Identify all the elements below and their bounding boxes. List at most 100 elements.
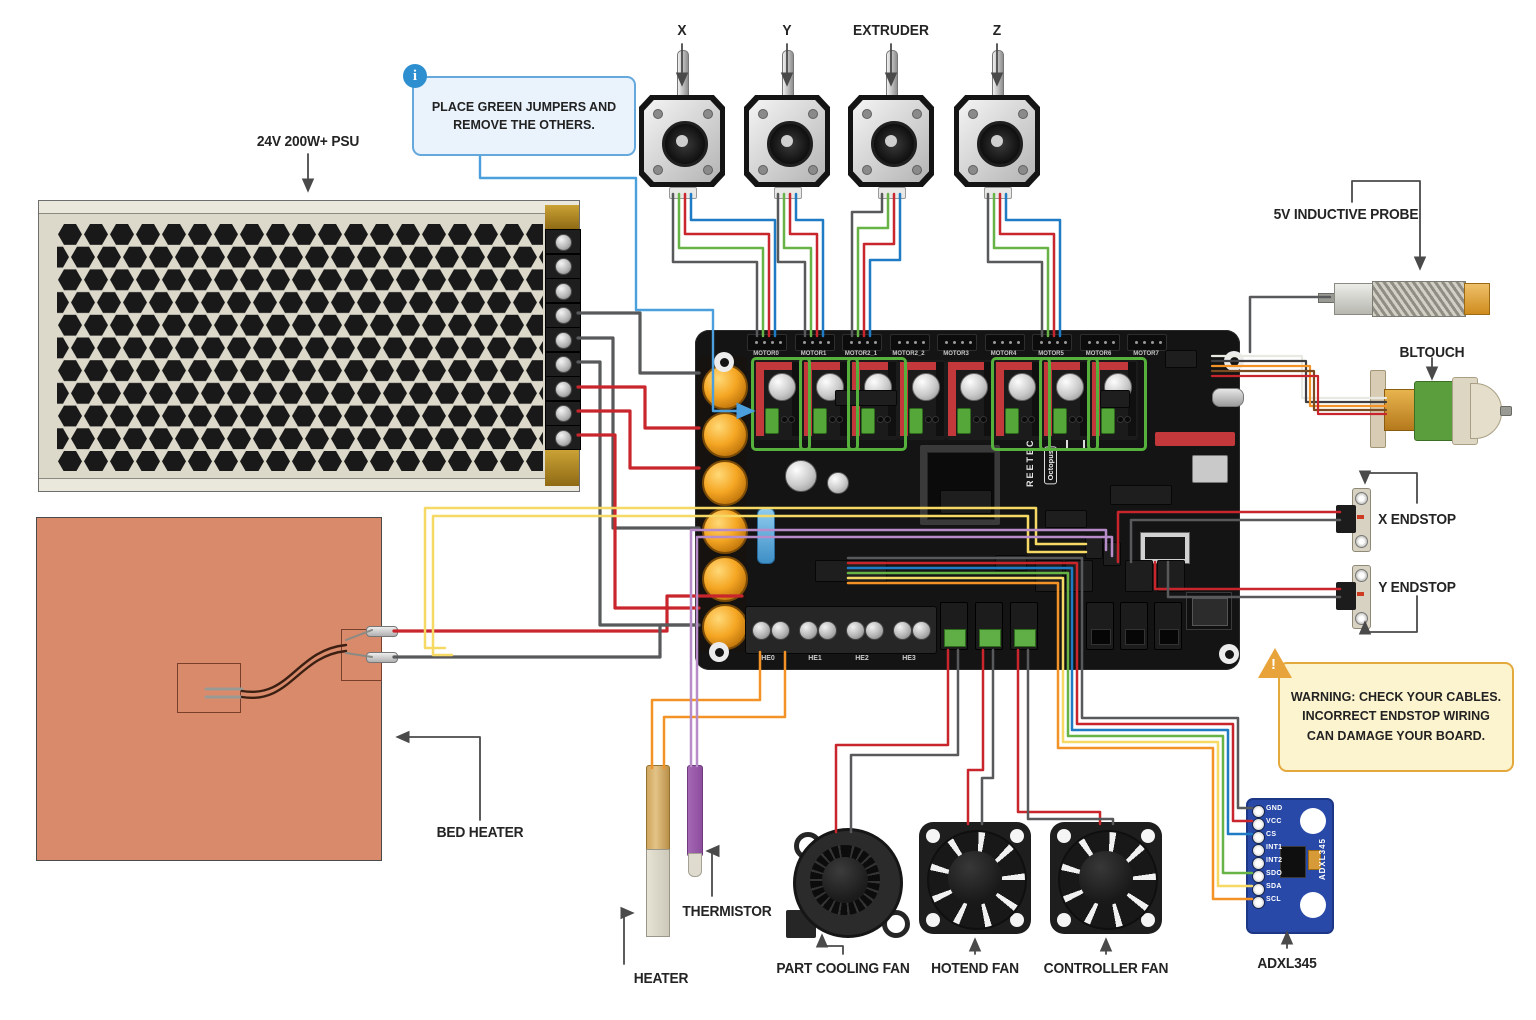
endstop-led — [1357, 592, 1364, 596]
adxl-pin-hole — [1252, 895, 1265, 909]
fan-mount-hole — [1141, 913, 1155, 927]
smd-capacitor — [1308, 850, 1321, 870]
exp-header — [1155, 432, 1235, 446]
warning-callout: WARNING: CHECK YOUR CABLES. INCORRECT EN… — [1278, 662, 1514, 772]
jumper-pin — [877, 416, 884, 423]
driver-outline-green — [991, 357, 1051, 451]
fan-mount-hole — [1010, 829, 1024, 843]
bltouch-tip — [1470, 383, 1502, 439]
psu-screw-terminal — [545, 302, 581, 328]
adxl-pin-label: SDO — [1266, 870, 1283, 877]
pin — [897, 341, 901, 344]
driver-pin-strip-top — [1052, 362, 1080, 370]
motor-port-label: MOTOR2_2 — [892, 351, 925, 357]
driver-capacitor — [1056, 373, 1084, 401]
green-jumper — [909, 408, 923, 434]
hotend-fan — [919, 822, 1031, 934]
pin — [961, 341, 964, 344]
pin-header — [1125, 560, 1153, 592]
driver-pin-strip-left — [948, 362, 956, 436]
pin — [771, 341, 774, 344]
jumper-pin — [932, 416, 939, 423]
motor-label-x: X — [677, 22, 687, 39]
pin — [1095, 341, 1099, 344]
ethernet-shield — [1192, 598, 1228, 626]
mount-hole — [1219, 644, 1239, 664]
driver-capacitor — [912, 373, 940, 401]
controller-fan-label: CONTROLLER FAN — [1043, 960, 1169, 977]
fan-mount-hole — [926, 913, 940, 927]
jumper-pin — [836, 416, 843, 423]
driver-pin-strip-right — [1128, 362, 1136, 436]
green-jumper — [861, 408, 875, 434]
motor-port-connector — [1127, 334, 1167, 351]
pin — [1087, 341, 1091, 344]
pin-header — [815, 560, 887, 582]
driver-pin-strip-right — [984, 362, 992, 436]
pin — [1135, 341, 1138, 344]
bltouch-brass-sleeve — [1384, 389, 1416, 431]
controller-fan — [1050, 822, 1162, 934]
motor-port-label: MOTOR1 — [800, 351, 827, 357]
motor-wire — [998, 192, 1056, 338]
driver-pin-strip-top — [956, 362, 984, 370]
jumper-pin — [1021, 416, 1028, 423]
terminal-screw — [555, 405, 572, 423]
bed-terminal-lug — [366, 626, 398, 637]
motor-port-label: MOTOR7 — [1133, 351, 1159, 357]
driver-pin-strip-right — [1080, 362, 1088, 436]
usb-c-port — [1212, 388, 1244, 407]
adxl-pin-hole — [1252, 804, 1265, 818]
stepper-motor-z — [954, 50, 1040, 199]
capacitor — [785, 460, 817, 492]
endstop-hole — [1355, 569, 1368, 582]
pin — [1008, 341, 1012, 344]
motor-shaft — [992, 50, 1004, 102]
psu-screw-terminal — [545, 376, 581, 402]
fuse-holder — [757, 508, 775, 564]
endstop-hole — [1355, 535, 1368, 548]
motor-wire — [868, 192, 902, 338]
motor-wire — [862, 192, 896, 338]
motor-port-label: MOTOR0 — [753, 351, 779, 357]
jumper-pin — [788, 416, 795, 423]
pin — [818, 341, 822, 344]
fan-connector — [1154, 602, 1182, 650]
motor-screw — [653, 165, 663, 175]
fan-hub — [948, 851, 1002, 905]
motor-wire — [850, 192, 884, 338]
green-jumper — [813, 408, 827, 434]
heater-port-label: HE1 — [808, 655, 822, 662]
bed-heater-label: BED HEATER — [436, 824, 524, 841]
fan-mount-hole — [1010, 913, 1024, 927]
fan-connector — [1120, 602, 1148, 650]
mount-hole — [714, 352, 734, 372]
pin — [763, 341, 766, 344]
stepper-motor-x — [639, 50, 725, 199]
motor-rotor — [871, 121, 917, 167]
thermistor-tip — [688, 853, 702, 877]
motor-wire — [782, 192, 813, 338]
motor-connector — [984, 187, 1012, 199]
pin — [802, 341, 806, 344]
motor-label-extruder: EXTRUDER — [853, 22, 929, 39]
pin — [850, 341, 853, 344]
terminal-screw — [799, 621, 818, 640]
jumper-callout: PLACE GREEN JUMPERS AND REMOVE THE OTHER… — [412, 76, 636, 156]
pin — [1111, 341, 1115, 344]
pin-header — [1103, 542, 1121, 566]
fan-connector-slot — [1091, 629, 1111, 645]
pin-header — [835, 390, 897, 406]
jumper-pin — [1076, 416, 1083, 423]
driver-pin-strip-right — [792, 362, 800, 436]
motor-port-label: MOTOR5 — [1038, 351, 1064, 357]
terminal-screw — [846, 621, 865, 640]
green-jumper — [957, 408, 971, 434]
motor-connector — [669, 187, 697, 199]
endstop-led — [1357, 515, 1364, 519]
motor-port-label: MOTOR4 — [990, 351, 1017, 357]
pin — [1048, 341, 1051, 344]
pin-header — [995, 555, 1027, 571]
pin — [779, 341, 782, 344]
fan-connector — [1086, 602, 1114, 650]
